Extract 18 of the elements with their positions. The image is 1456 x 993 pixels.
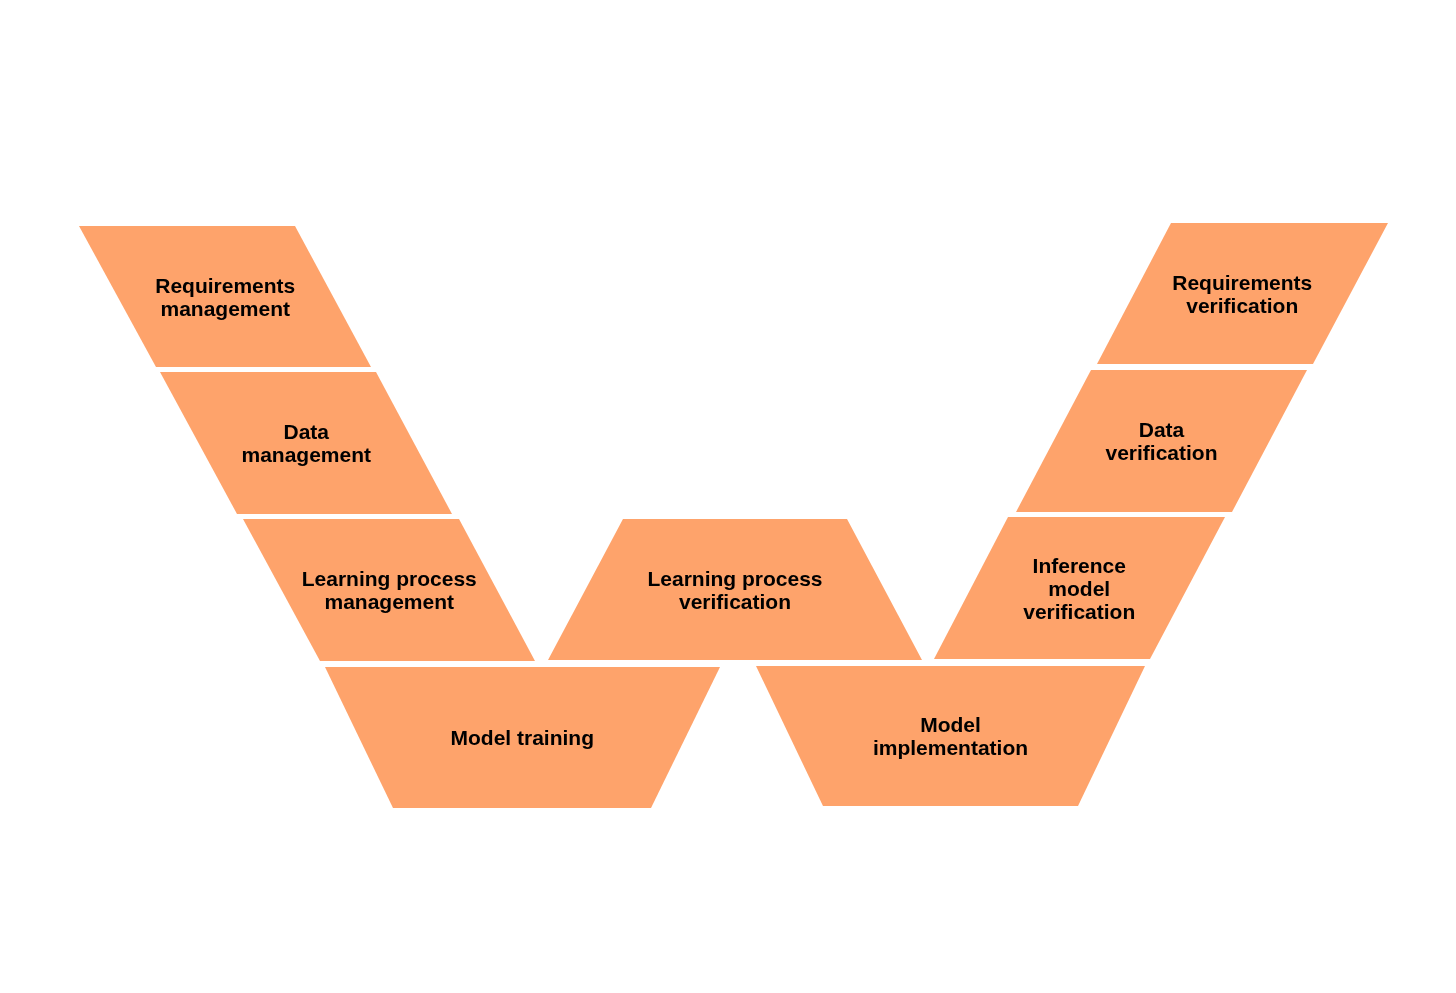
block-label: Requirements verification (1171, 270, 1314, 317)
parallelogram-block (548, 519, 922, 660)
parallelogram-block (1016, 370, 1307, 512)
block-label: Learning process verification (646, 566, 824, 613)
parallelogram-block (1097, 223, 1388, 364)
block-label: Data management (240, 420, 372, 466)
block-label: Data verification (1104, 418, 1219, 464)
block-label: Model implementation (871, 713, 1030, 759)
parallelogram-block (756, 666, 1145, 806)
block-label: Model training (450, 726, 594, 749)
parallelogram-block (160, 372, 452, 514)
parallelogram-block (243, 519, 535, 661)
block-label: Inference model verification (1022, 553, 1137, 623)
parallelogram-block (79, 226, 371, 367)
block-label: Learning process management (300, 567, 478, 613)
block-label: Requirements management (154, 273, 297, 320)
parallelogram-block (325, 667, 720, 808)
parallelogram-block (934, 517, 1225, 659)
